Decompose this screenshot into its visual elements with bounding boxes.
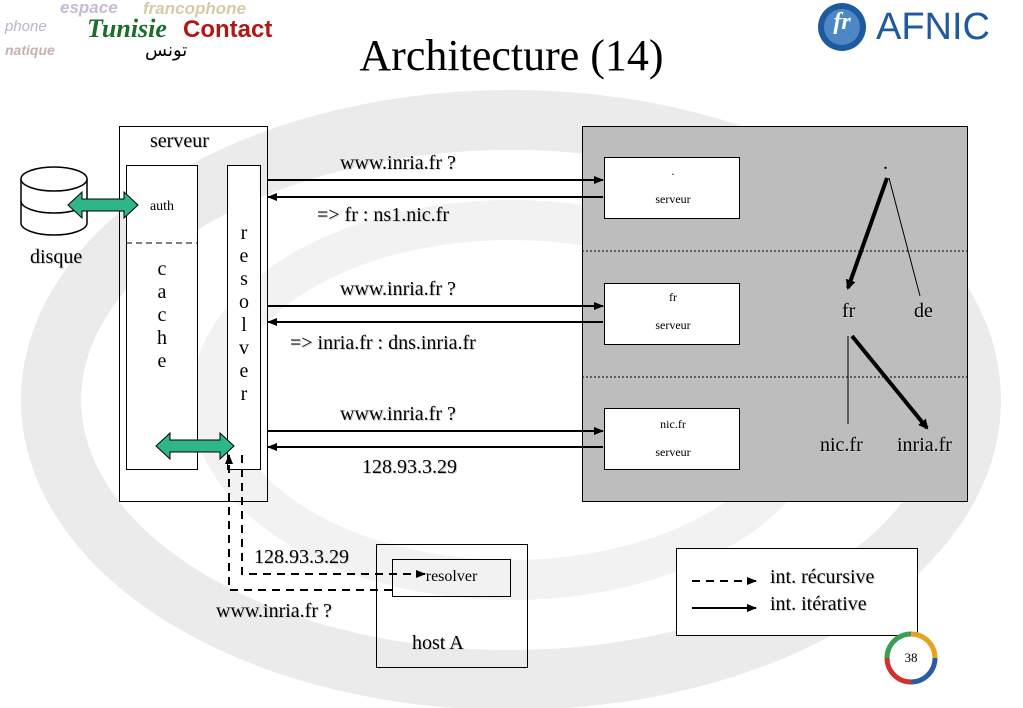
disk-auth-arrow (67, 190, 139, 220)
client-server-title: serveur (150, 130, 209, 152)
recursive-query-arrow (225, 454, 392, 591)
logo-word-contact: Contact (183, 16, 273, 43)
afnic-logo: fr AFNIC (812, 0, 1017, 55)
afnic-name: AFNIC (876, 6, 990, 48)
recursive-reply-arrow (241, 455, 426, 578)
disk-label: disque (30, 246, 83, 268)
legend-recursive-label: int. récursive (770, 566, 875, 588)
answer-label-3: 128.93.3.29 (362, 456, 457, 478)
logo-arabic: تونس (145, 40, 188, 61)
server-name: nic.fr (660, 417, 686, 431)
host-query-label: www.inria.fr ? (216, 600, 332, 622)
host-resolver-label: resolver (425, 568, 478, 585)
page-number-badge: 38 (876, 628, 946, 688)
fr-server-box: fr serveur (604, 283, 740, 345)
slide-title: Architecture (14) (359, 31, 664, 80)
tree-edge-root-de (888, 177, 921, 297)
server-label: serveur (655, 192, 691, 206)
afnic-emblem-text: fr (833, 9, 851, 35)
cache-label: c a c h e (157, 258, 167, 372)
tree-node-nic-fr: nic.fr (820, 434, 863, 456)
disk-icon (20, 166, 88, 236)
legend-lines (692, 577, 757, 612)
auth-cache-divider (126, 242, 198, 244)
legend-iterative-label: int. itérative (770, 593, 867, 615)
teal-double-arrows (67, 190, 235, 461)
host-a-box (376, 544, 528, 668)
tree-node-fr: fr (842, 300, 856, 322)
server-label: serveur (655, 318, 691, 332)
query-label-3: www.inria.fr ? (340, 403, 456, 425)
page-number: 38 (904, 650, 918, 665)
tunisie-contact-logo: espace francophone phone natique Tunisie… (5, 0, 290, 66)
nic-fr-server-box: nic.fr serveur (604, 408, 740, 470)
tree-edge-fr-inria (850, 334, 929, 430)
tree-node-root: . (883, 152, 888, 174)
legend-box (676, 548, 918, 636)
logo-bg-word: espace (60, 0, 118, 17)
resolver-column (227, 165, 261, 470)
host-name: host A (412, 632, 464, 654)
query-label-1: www.inria.fr ? (340, 152, 456, 174)
afnic-emblem-icon (818, 3, 866, 51)
tree-node-inria-fr: inria.fr (897, 434, 952, 456)
auth-cache-column (126, 165, 198, 470)
host-resolver-box (392, 559, 511, 597)
server-name: fr (669, 290, 677, 304)
cache-resolver-arrow (155, 431, 235, 461)
query-label-2: www.inria.fr ? (340, 278, 456, 300)
panel-dividers (582, 250, 968, 378)
resolver-label: r e s o l v e r (239, 222, 249, 405)
logo-word-tunisie: Tunisie (87, 14, 167, 43)
answer-label-2: => inria.fr : dns.inria.fr (290, 332, 476, 354)
dns-tree (845, 177, 929, 430)
tree-edge-root-fr (845, 177, 889, 290)
tree-node-de: de (914, 300, 933, 322)
auth-label: auth (149, 199, 175, 214)
logo-bg-word: phone (5, 18, 47, 35)
logo-bg-word: natique (5, 42, 55, 58)
answer-label-1: => fr : ns1.nic.fr (317, 204, 449, 226)
host-reply-label: 128.93.3.29 (254, 546, 349, 568)
server-name: . (671, 164, 675, 178)
client-server-box (119, 126, 268, 502)
root-server-box: . serveur (604, 157, 740, 219)
logo-bg-word: francophone (143, 0, 246, 18)
colored-ring-icon (884, 631, 938, 685)
server-label: serveur (655, 445, 691, 459)
